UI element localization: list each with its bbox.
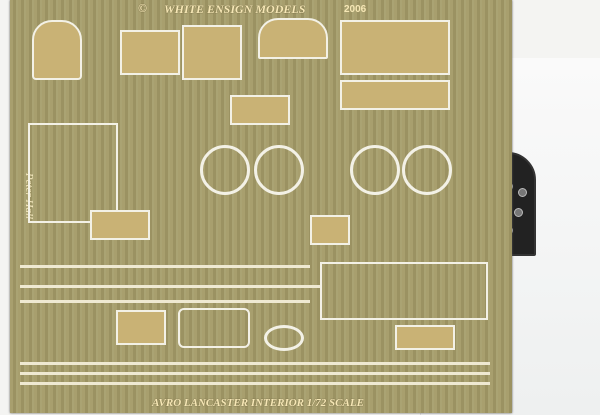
plate-part <box>116 310 166 345</box>
plate-part <box>395 325 455 350</box>
gauge <box>514 208 523 217</box>
turret-ring <box>350 145 400 195</box>
plate-part <box>178 308 250 348</box>
fret-title: AVRO LANCASTER INTERIOR 1/72 SCALE <box>152 397 364 409</box>
seat-part <box>120 30 180 75</box>
panel-part <box>258 18 328 59</box>
year: 2006 <box>344 4 367 15</box>
turret-ring <box>254 145 304 195</box>
seat-part <box>182 25 242 80</box>
rail-part <box>20 362 490 365</box>
bracket-part <box>230 95 290 125</box>
rail-part <box>20 300 310 303</box>
rail-part <box>20 382 490 385</box>
maker-name: WHITE ENSIGN MODELS <box>164 2 306 16</box>
gauge <box>518 188 527 197</box>
frame-part <box>340 80 450 110</box>
floor-part <box>28 123 118 223</box>
rail-part <box>20 265 310 268</box>
ring-part <box>264 325 304 351</box>
seat-part <box>32 20 82 80</box>
armour-plates <box>320 262 488 320</box>
rail-part <box>20 372 490 375</box>
rail-part <box>20 285 320 288</box>
turret-ring <box>402 145 452 195</box>
turret-ring <box>200 145 250 195</box>
panel-part <box>310 215 350 245</box>
bracket-part <box>90 210 150 240</box>
frame-part <box>340 20 450 75</box>
copyright-mark: © <box>138 1 147 15</box>
photo-etch-fret: © WHITE ENSIGN MODELS 2006 AVRO LANCASTE… <box>10 0 512 413</box>
